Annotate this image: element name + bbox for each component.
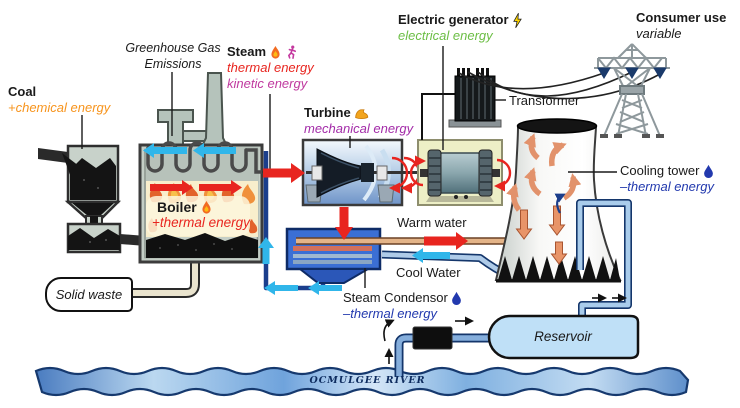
consumer-energy-label: variable — [636, 26, 682, 41]
cooling-tower-label-group: Cooling tower –thermal energy — [620, 163, 714, 195]
coal-label: Coal — [8, 84, 37, 99]
generator-illustration — [409, 139, 512, 206]
boiler-label: Boiler — [157, 199, 197, 215]
condenser-label: Steam Condensor — [343, 290, 448, 305]
power-line-wires — [458, 71, 661, 100]
consumer-label: Consumer use — [636, 10, 727, 25]
boiler-label-group: Boiler +thermal energy — [152, 199, 250, 231]
emissions-label-line2: Emissions — [144, 57, 202, 71]
steam-to-condenser-arrow — [335, 207, 353, 240]
cooling-tower-base — [496, 256, 621, 283]
solid-waste-chute — [128, 250, 200, 298]
steam-label-group: Steam thermal energy kinetic energy — [227, 44, 314, 92]
emissions-label-line1: Greenhouse Gas — [125, 41, 221, 55]
coal-energy-label: +chemical energy — [8, 100, 111, 115]
turbine-energy-label: mechanical energy — [304, 121, 414, 136]
insulator-icons — [597, 67, 667, 79]
smokestack-illustration — [157, 72, 229, 147]
generator-wire — [421, 93, 455, 140]
lightning-icon — [512, 12, 522, 28]
emissions-label-group: Greenhouse Gas Emissions — [114, 40, 232, 72]
cool-water-label: Cool Water — [396, 265, 461, 280]
generator-energy-label: electrical energy — [398, 28, 493, 43]
cool-water-flow-arrow — [412, 248, 450, 263]
pointer-lines — [81, 46, 617, 288]
coal-hopper-illustration — [38, 144, 146, 254]
condenser-energy-label: –thermal energy — [343, 306, 437, 321]
coal-label-group: Coal +chemical energy — [8, 84, 110, 116]
biceps-icon — [354, 108, 368, 119]
solid-waste-label: Solid waste — [45, 277, 133, 312]
droplet-icon — [451, 291, 461, 305]
consumer-label-group: Consumer use variable — [636, 10, 726, 42]
reservoir-label: Reservoir — [534, 329, 592, 344]
generator-label-group: Electric generator electrical energy — [398, 12, 523, 44]
transformer-label: Transformer — [509, 93, 580, 108]
steam-kinetic-label: kinetic energy — [227, 76, 308, 91]
cooling-air-arrows — [506, 133, 582, 265]
generator-label: Electric generator — [398, 12, 509, 27]
boiler-energy-label: +thermal energy — [152, 215, 250, 230]
droplet-icon — [703, 164, 713, 178]
feedwater-arrows — [143, 143, 236, 158]
riser-pipe — [554, 193, 632, 317]
condensate-flow-arrows — [258, 237, 342, 295]
runner-icon — [287, 45, 297, 59]
flame-icon — [202, 200, 211, 214]
steam-flow-arrow — [263, 163, 305, 183]
river-label: OCMULGEE RIVER — [309, 375, 426, 386]
turbine-label: Turbine — [304, 105, 351, 120]
flame-icon — [271, 45, 280, 59]
cooling-tower-energy-label: –thermal energy — [620, 179, 714, 194]
reservoir-shape — [487, 314, 640, 360]
steam-thermal-label: thermal energy — [227, 60, 314, 75]
transformer-illustration — [448, 68, 502, 128]
turbine-label-group: Turbine mechanical energy — [304, 105, 413, 137]
warm-water-label: Warm water — [397, 215, 467, 230]
cooling-tower-label: Cooling tower — [620, 163, 700, 178]
transmission-tower-illustration — [594, 43, 670, 138]
condenser-illustration — [285, 227, 382, 284]
steam-label: Steam — [227, 44, 267, 59]
warm-water-flow-arrow — [424, 232, 468, 250]
flow-arrows — [258, 163, 468, 295]
river-illustration — [34, 366, 690, 397]
pump-illustration — [383, 316, 489, 377]
boiler-heat-arrows — [150, 180, 242, 195]
boiler-illustration — [138, 141, 264, 264]
condenser-label-group: Steam Condensor –thermal energy — [343, 290, 462, 322]
turbine-illustration — [301, 138, 421, 207]
